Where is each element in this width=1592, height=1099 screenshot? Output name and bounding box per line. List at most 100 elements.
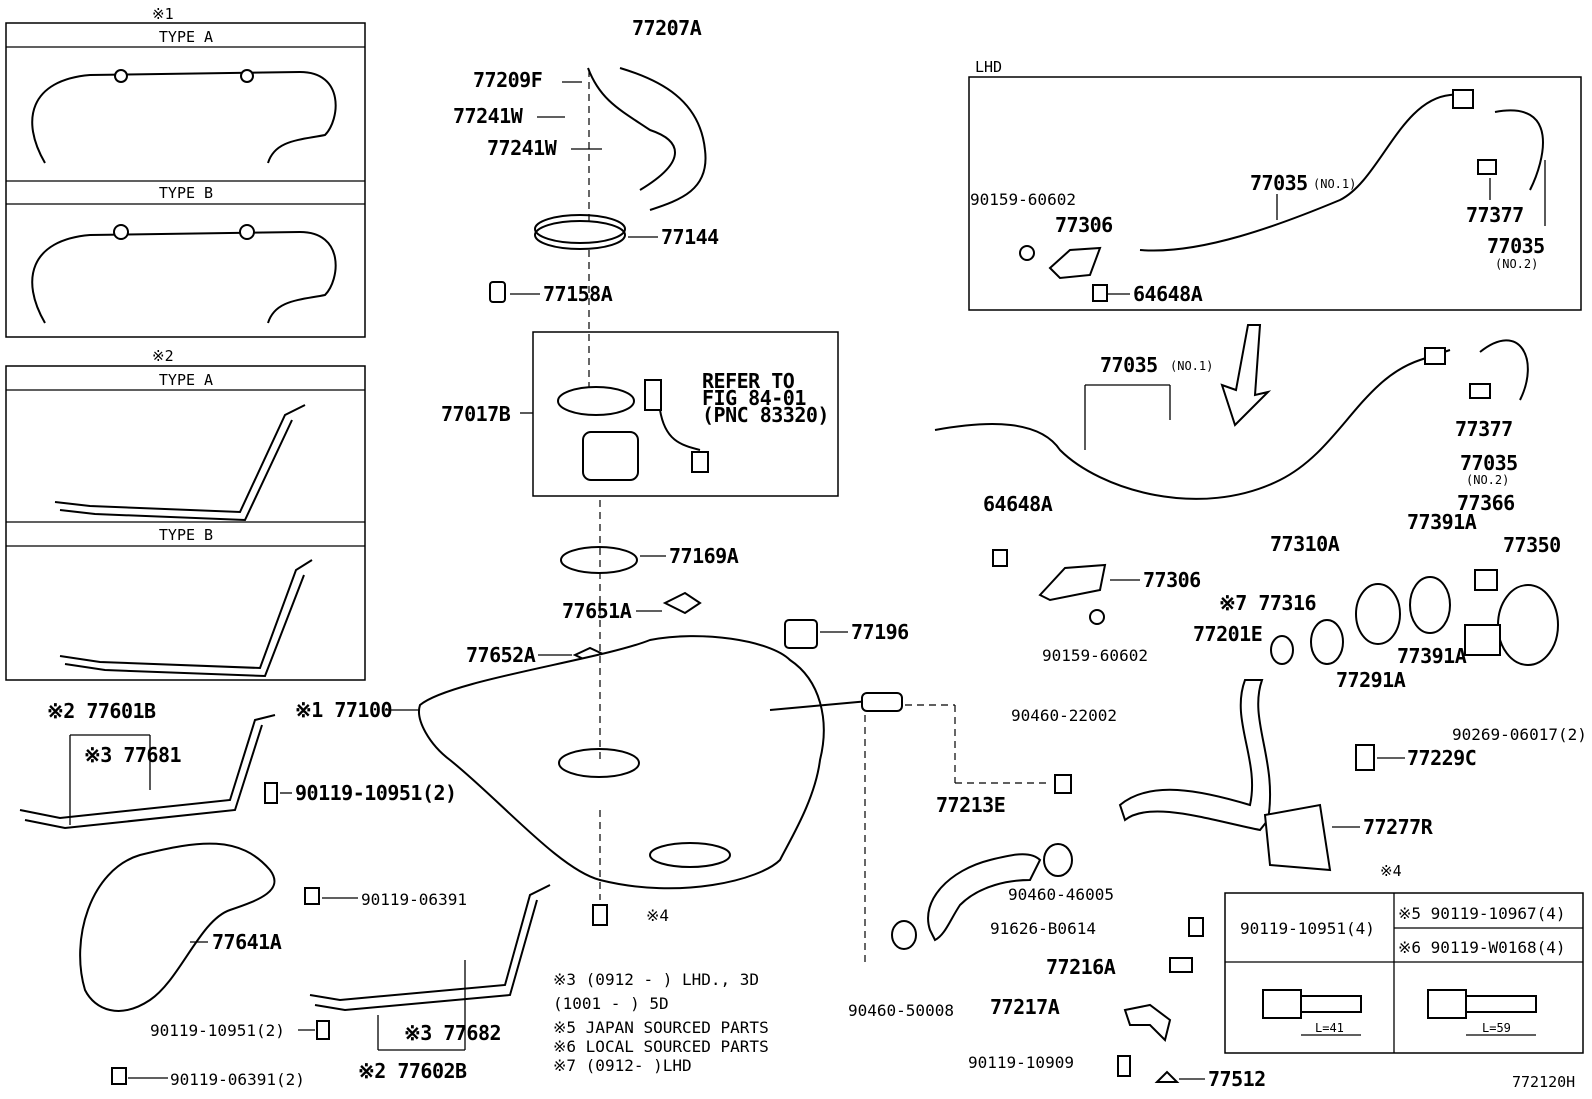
part-77241W-2[interactable]: 77241W	[487, 136, 558, 160]
refer-line-1: REFER TO	[702, 369, 795, 393]
part-90460-22002[interactable]: 90460-22002	[1011, 706, 1117, 725]
part-77209F[interactable]: 77209F	[473, 68, 543, 92]
part-77512[interactable]: 77512	[1208, 1067, 1266, 1091]
refmark-1: ※1	[152, 5, 174, 23]
bracket-77306	[1038, 563, 1107, 602]
part-90119-06391[interactable]: 90119-06391	[361, 890, 467, 909]
clamp-90460-46005	[1043, 843, 1073, 877]
part-77217A[interactable]: 77217A	[990, 995, 1060, 1019]
part-77652A[interactable]: 77652A	[466, 643, 536, 667]
part-77216A[interactable]: 77216A	[1046, 955, 1116, 979]
bracket-77216A	[1169, 957, 1193, 973]
strap-77602B	[309, 884, 551, 1012]
tank-mount-a1	[114, 69, 128, 83]
no2-a: (NO.2)	[1495, 257, 1538, 271]
part-90119-10951-b[interactable]: 90119-10951(2)	[150, 1021, 285, 1040]
part-77035-1a[interactable]: 77035	[1250, 171, 1308, 195]
part-77291A[interactable]: 77291A	[1336, 668, 1406, 692]
part-77201E[interactable]: 77201E	[1193, 622, 1263, 646]
grommet-77512	[1154, 1070, 1180, 1083]
hinge-77366	[1474, 569, 1498, 591]
part-77169A[interactable]: 77169A	[669, 544, 739, 568]
part-90119-10951-a[interactable]: 90119-10951(2)	[295, 781, 457, 805]
bolt-lhd	[1019, 245, 1035, 261]
tank-mount-a2	[240, 69, 254, 83]
part-77366[interactable]: 77366	[1457, 491, 1515, 515]
bolt-table-col1: 90119-10951(4)	[1240, 919, 1375, 938]
part-77241W-1[interactable]: 77241W	[453, 104, 524, 128]
refmark-4-bolt: ※4	[646, 906, 669, 925]
part-77350[interactable]: 77350	[1503, 533, 1561, 557]
part-77316[interactable]: ※7 77316	[1219, 591, 1317, 615]
part-91626-B0614[interactable]: 91626-B0614	[990, 919, 1096, 938]
part-90119-10909[interactable]: 90119-10909	[968, 1053, 1074, 1072]
panel-2-type-a-label: TYPE A	[159, 371, 213, 389]
lhd-label: LHD	[975, 58, 1002, 76]
tank-mount-b1	[113, 224, 129, 240]
part-77391A-1[interactable]: 77391A	[1407, 510, 1477, 534]
no1-a: (NO.1)	[1313, 177, 1356, 191]
part-77377-b[interactable]: 77377	[1455, 417, 1513, 441]
part-77035-2b[interactable]: 77035	[1460, 451, 1518, 475]
part-77601B[interactable]: ※2 77601B	[47, 699, 157, 723]
tank-inlet-pipe	[861, 692, 903, 712]
bolt-90119-06391-2	[111, 1067, 127, 1085]
part-77306-b[interactable]: 77306	[1143, 568, 1201, 592]
fuel-line-a	[587, 67, 676, 191]
part-77035-1b[interactable]: 77035	[1100, 353, 1158, 377]
part-90269-06017[interactable]: 90269-06017(2)	[1452, 725, 1587, 744]
part-77310A[interactable]: 77310A	[1270, 532, 1340, 556]
strap-type-a	[54, 404, 306, 522]
part-77377-a[interactable]: 77377	[1466, 203, 1524, 227]
part-77017B[interactable]: 77017B	[441, 402, 511, 426]
tank-pump-opening	[558, 748, 640, 778]
part-77681[interactable]: ※3 77681	[84, 743, 182, 767]
retainer-ring-77144	[534, 220, 626, 250]
ring-77391A	[1409, 576, 1451, 634]
lhd-direction-arrow	[1220, 324, 1272, 427]
note-1: ※3 (0912 - ) LHD., 3D	[553, 970, 759, 989]
bolt-table-refmark: ※4	[1380, 862, 1402, 880]
part-77196[interactable]: 77196	[851, 620, 909, 644]
bracket-77217A	[1123, 1003, 1172, 1042]
part-64648A-b[interactable]: 64648A	[983, 492, 1053, 516]
bolt-a-length: L=41	[1315, 1021, 1344, 1035]
gasket-77169A	[560, 546, 638, 574]
part-77391A-2[interactable]: 77391A	[1397, 644, 1467, 668]
pump-body	[582, 431, 639, 481]
part-77035-2a[interactable]: 77035	[1487, 234, 1545, 258]
clip-64648A	[992, 549, 1008, 567]
part-90159-60602-b[interactable]: 90159-60602	[1042, 646, 1148, 665]
part-90460-50008[interactable]: 90460-50008	[848, 1001, 954, 1020]
part-90119-06391-2[interactable]: 90119-06391(2)	[170, 1070, 305, 1089]
filler-pipe-77201E	[1118, 679, 1272, 832]
part-77213E[interactable]: 77213E	[936, 793, 1006, 817]
part-64648A-a[interactable]: 64648A	[1133, 282, 1203, 306]
protector-77277R	[1263, 803, 1332, 872]
part-77229C[interactable]: 77229C	[1407, 746, 1477, 770]
part-77306-a[interactable]: 77306	[1055, 213, 1113, 237]
pad-77651A	[662, 591, 702, 615]
no2-b: (NO.2)	[1466, 473, 1509, 487]
bolt-b-head	[1427, 989, 1467, 1019]
hose-77213E	[927, 853, 1042, 942]
part-77144[interactable]: 77144	[661, 225, 720, 249]
panel-2-frame	[5, 365, 366, 681]
part-90460-46005[interactable]: 90460-46005	[1008, 885, 1114, 904]
part-77682[interactable]: ※3 77682	[404, 1021, 502, 1045]
panel-2-type-b-label: TYPE B	[159, 526, 213, 544]
bolt-a-shaft	[1300, 995, 1362, 1013]
strap-77601B	[19, 714, 276, 830]
part-77100[interactable]: ※1 77100	[295, 698, 393, 722]
part-77641A[interactable]: 77641A	[212, 930, 282, 954]
part-77651A[interactable]: 77651A	[562, 599, 632, 623]
part-77277R[interactable]: 77277R	[1363, 815, 1434, 839]
cable-77035-no1	[934, 349, 1451, 500]
part-77207A[interactable]: 77207A	[632, 16, 702, 40]
part-77158A[interactable]: 77158A	[543, 282, 613, 306]
pump-module-frame	[532, 331, 839, 497]
note-4: ※6 LOCAL SOURCED PARTS	[553, 1037, 769, 1056]
fuel-door-77350	[1497, 584, 1559, 666]
part-77602B[interactable]: ※2 77602B	[358, 1059, 468, 1083]
part-90159-60602-a[interactable]: 90159-60602	[970, 190, 1076, 209]
